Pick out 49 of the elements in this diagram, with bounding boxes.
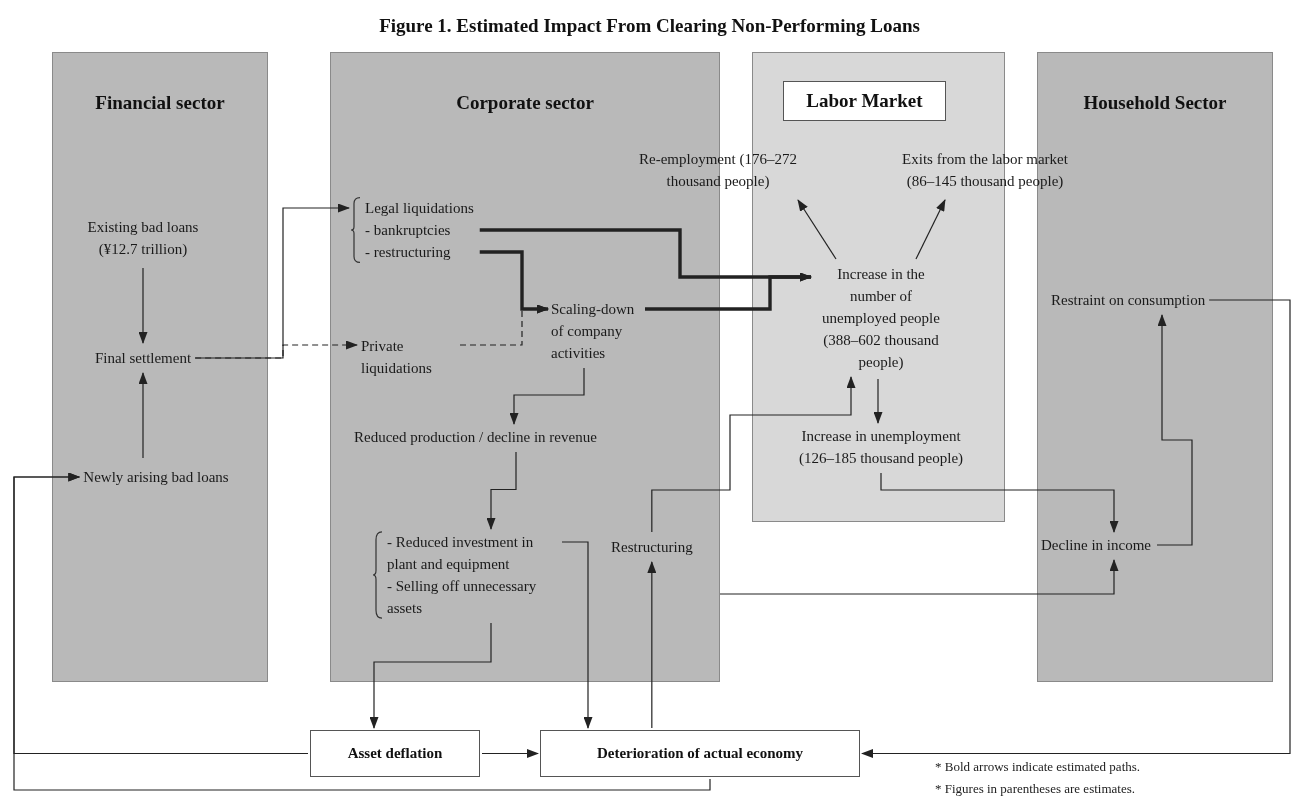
flow-text: Re-employment (176–272 thousand people) bbox=[630, 148, 806, 192]
arrow bbox=[645, 272, 812, 311]
figure-title: Figure 1. Estimated Impact From Clearing Non-Performing Loans bbox=[378, 14, 921, 38]
arrow bbox=[915, 199, 946, 260]
arrow bbox=[1156, 314, 1193, 546]
flow-text: Restructuring bbox=[611, 536, 693, 558]
flow-text: Decline in income bbox=[1041, 534, 1151, 556]
arrow bbox=[880, 472, 1119, 533]
flow-text: Private liquidations bbox=[361, 335, 456, 379]
list-item: - Reduced investment in plant and equipment bbox=[387, 533, 535, 574]
list-item: - restructuring bbox=[365, 243, 452, 262]
arrow bbox=[194, 340, 358, 359]
flow-text: Increase in the number of unemployed people (388–602 thousand people) bbox=[817, 263, 945, 373]
arrow bbox=[13, 472, 711, 791]
flow-text: Final settlement bbox=[94, 347, 192, 369]
flow-text: Reduced production / decline in revenue bbox=[354, 426, 597, 448]
list-item: - bankruptcies bbox=[365, 221, 452, 240]
arrow bbox=[138, 267, 148, 344]
list-item: - Selling off unnecessary assets bbox=[387, 577, 538, 618]
arrow bbox=[509, 367, 585, 425]
flow-text: Scaling-down of company activities bbox=[551, 298, 641, 364]
flow-text: Increase in unemployment (126–185 thousand people) bbox=[786, 425, 976, 469]
panel-heading: Household Sector bbox=[1082, 91, 1228, 115]
sector-panel bbox=[52, 52, 268, 682]
process-box: Asset deflation bbox=[310, 730, 480, 777]
arrow bbox=[138, 372, 148, 459]
arrow bbox=[481, 749, 539, 758]
arrow bbox=[797, 199, 837, 260]
arrow bbox=[479, 250, 549, 314]
panel-heading: Labor Market bbox=[783, 81, 946, 121]
flow-text: Newly arising bad loans bbox=[83, 466, 229, 488]
arrow bbox=[486, 451, 517, 530]
arrow bbox=[651, 376, 856, 533]
arrow bbox=[369, 622, 492, 729]
arrow bbox=[647, 561, 657, 729]
list-item: Legal liquidations bbox=[365, 199, 474, 218]
arrow bbox=[873, 378, 883, 424]
arrow bbox=[861, 299, 1291, 758]
flow-text: Exits from the labor market (86–145 thousand people) bbox=[892, 148, 1078, 192]
footnote: * Figures in parentheses are estimates. bbox=[935, 780, 1135, 798]
arrow bbox=[561, 541, 593, 729]
arrow bbox=[459, 304, 549, 346]
panel-heading: Corporate sector bbox=[455, 91, 595, 115]
footnote: * Bold arrows indicate estimated paths. bbox=[935, 758, 1141, 776]
process-box: Deterioration of actual economy bbox=[540, 730, 860, 777]
flow-text: Restraint on consumption bbox=[1051, 289, 1206, 311]
flow-text: Existing bad loans (¥12.7 trillion) bbox=[68, 216, 218, 260]
panel-heading: Financial sector bbox=[94, 91, 226, 115]
arrow bbox=[719, 559, 1119, 595]
